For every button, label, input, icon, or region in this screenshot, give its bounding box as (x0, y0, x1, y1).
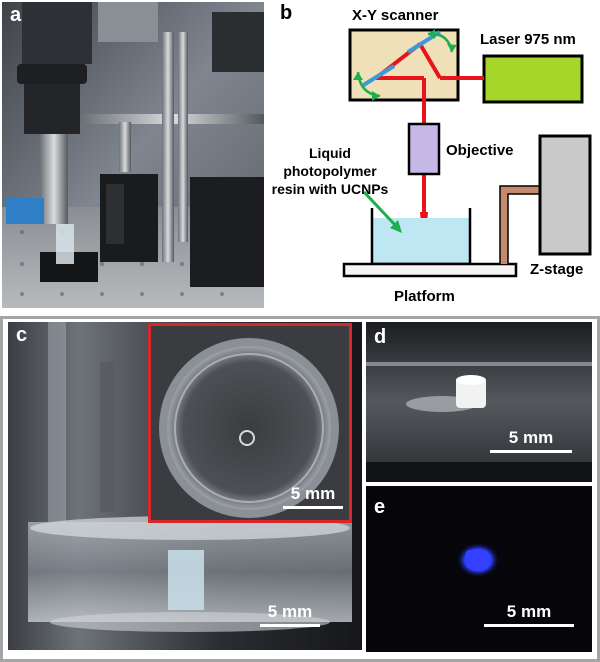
scalebar-d: 5 mm (490, 428, 572, 453)
scalebar-c-main-bar (260, 624, 320, 627)
scalebar-c-main: 5 mm (260, 602, 320, 627)
label-xy-scanner: X-Y scanner (352, 7, 439, 24)
scalebar-c-main-label: 5 mm (267, 602, 313, 621)
scalebar-e-bar (484, 624, 574, 627)
luminescence-illustration (366, 486, 592, 652)
setup-photo-illustration (2, 2, 264, 308)
label-objective: Objective (446, 142, 514, 159)
panel-e-luminescence-photo: e 5 mm (366, 486, 592, 652)
zstage-block (538, 134, 592, 256)
platform-plate (342, 262, 518, 278)
panel-d-printed-object-photo: d 5 mm (366, 322, 592, 482)
label-zstage: Z-stage (530, 261, 583, 278)
panel-label-a: a (10, 4, 22, 26)
panel-label-b: b (280, 2, 293, 24)
panel-c-inset-top-view: 5 mm (148, 323, 352, 523)
resin-pointer-arrow (362, 190, 398, 228)
printed-object-illustration (366, 322, 592, 482)
scalebar-c-inset-bar (283, 506, 343, 509)
label-resin-2: photopolymer (283, 163, 377, 179)
panel-label-c: c (16, 324, 28, 346)
scalebar-e-label: 5 mm (506, 602, 552, 621)
panel-label-d: d (374, 326, 387, 348)
xy-scanner-box (348, 28, 460, 102)
label-resin-1: Liquid (309, 145, 351, 161)
scalebar-d-label: 5 mm (508, 428, 554, 447)
scalebar-c-inset-label: 5 mm (290, 484, 336, 503)
inset-top-view-illustration (151, 326, 349, 520)
panel-label-e: e (374, 496, 386, 518)
label-platform: Platform (394, 288, 455, 305)
laser-box (482, 54, 584, 104)
label-resin-3: resin with UCNPs (272, 181, 389, 197)
scalebar-d-bar (490, 450, 572, 453)
scalebar-c-inset: 5 mm (283, 484, 343, 509)
scalebar-e: 5 mm (484, 602, 574, 627)
zstage-arm (500, 186, 540, 264)
mirror-lower (360, 64, 396, 88)
panel-a-setup-photo: a (2, 2, 264, 308)
label-laser: Laser 975 nm (480, 31, 576, 48)
objective-box (407, 122, 441, 176)
panel-b-schematic: X-Y scanner Laser 975 nm Objective Liqui… (268, 0, 600, 312)
resin-liquid (372, 218, 470, 264)
printing-schematic: X-Y scanner Laser 975 nm Objective Liqui… (272, 7, 592, 305)
